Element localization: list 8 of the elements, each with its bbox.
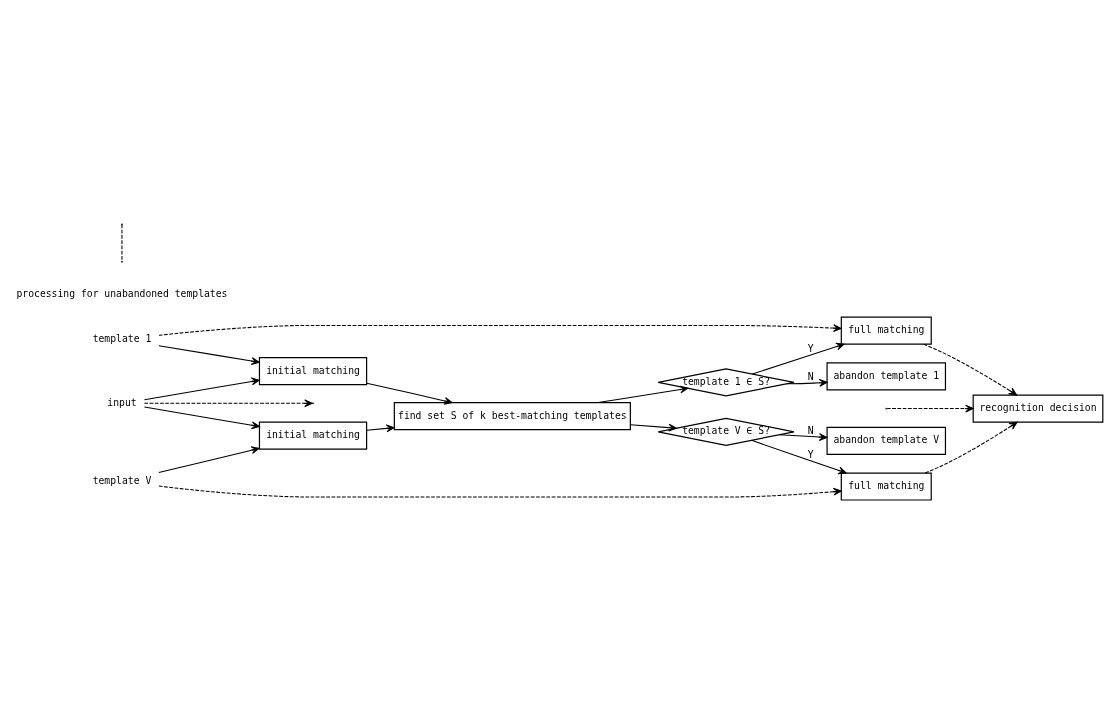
edge-label: Y — [807, 448, 814, 460]
edge-label: Y — [807, 342, 814, 354]
node-text: template 1 — [92, 332, 152, 344]
legend-label: processing for unabandoned templates — [16, 287, 228, 298]
node-text: input — [107, 396, 137, 408]
edge-label: N — [807, 424, 814, 436]
node-text: template V — [92, 474, 152, 486]
edge-label: N — [807, 370, 814, 382]
